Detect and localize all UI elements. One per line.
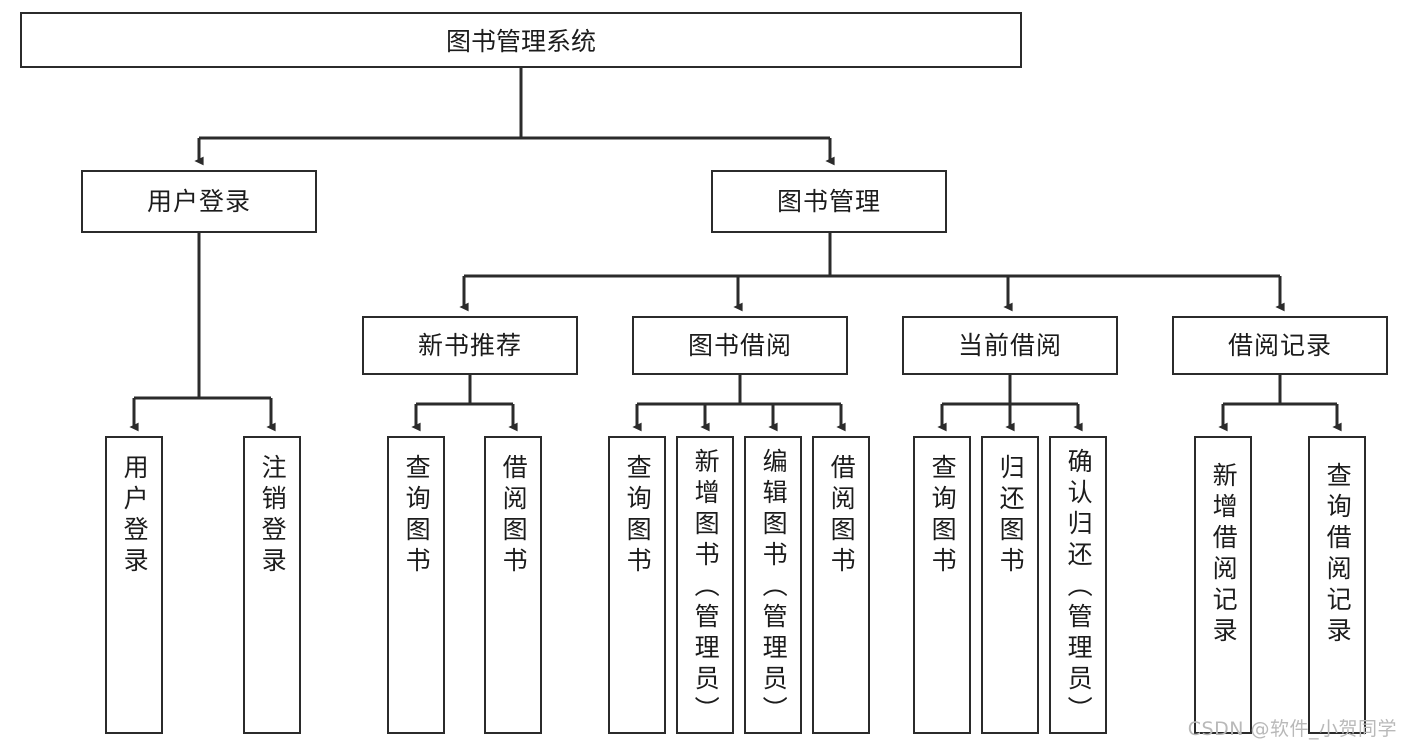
leaf-add-book-admin[interactable]: 新增图书（管理员）: [676, 436, 734, 734]
leaf-query-book-recommend[interactable]: 查询图书: [387, 436, 445, 734]
node-label: 新增图书（管理员）: [691, 448, 721, 727]
node-user-login[interactable]: 用户登录: [81, 170, 317, 233]
node-label: 编辑图书（管理员）: [759, 448, 789, 727]
node-label: 当前借阅: [957, 330, 1062, 360]
node-label: 图书借阅: [687, 330, 792, 360]
leaf-query-book-borrow[interactable]: 查询图书: [608, 436, 666, 734]
node-borrow-record[interactable]: 借阅记录: [1172, 316, 1388, 375]
node-label: 用户登录: [146, 186, 251, 216]
leaf-return-book[interactable]: 归还图书: [981, 436, 1039, 734]
leaf-query-borrow-record[interactable]: 查询借阅记录: [1308, 436, 1366, 734]
node-label: 图书管理: [776, 186, 881, 216]
node-current-borrow[interactable]: 当前借阅: [902, 316, 1118, 375]
leaf-add-borrow-record[interactable]: 新增借阅记录: [1194, 436, 1252, 734]
leaf-confirm-return-admin[interactable]: 确认归还（管理员）: [1049, 436, 1107, 734]
node-book-management[interactable]: 图书管理: [711, 170, 947, 233]
leaf-logout[interactable]: 注销登录: [243, 436, 301, 734]
node-label: 借阅图书: [827, 454, 857, 578]
leaf-edit-book-admin[interactable]: 编辑图书（管理员）: [744, 436, 802, 734]
node-label: 归还图书: [996, 454, 1026, 578]
node-label: 查询图书: [928, 454, 958, 578]
node-label: 用户登录: [120, 454, 150, 578]
node-label: 查询图书: [623, 454, 653, 578]
leaf-query-book-current[interactable]: 查询图书: [913, 436, 971, 734]
node-label: 查询图书: [402, 454, 432, 578]
node-label: 新书推荐: [417, 330, 522, 360]
node-label: 借阅图书: [499, 454, 529, 578]
leaf-user-login[interactable]: 用户登录: [105, 436, 163, 734]
node-book-borrow[interactable]: 图书借阅: [632, 316, 848, 375]
node-label: 图书管理系统: [445, 27, 596, 56]
node-label: 注销登录: [258, 454, 288, 578]
node-label: 确认归还（管理员）: [1064, 448, 1094, 727]
leaf-borrow-book[interactable]: 借阅图书: [812, 436, 870, 734]
node-label: 借阅记录: [1227, 330, 1332, 360]
leaf-borrow-book-recommend[interactable]: 借阅图书: [484, 436, 542, 734]
csdn-watermark: CSDN @软件_小贺同学: [1187, 718, 1397, 740]
node-root-book-management-system[interactable]: 图书管理系统: [20, 12, 1022, 68]
node-label: 新增借阅记录: [1209, 462, 1239, 648]
node-label: 查询借阅记录: [1323, 462, 1353, 648]
node-new-book-recommendation[interactable]: 新书推荐: [362, 316, 578, 375]
